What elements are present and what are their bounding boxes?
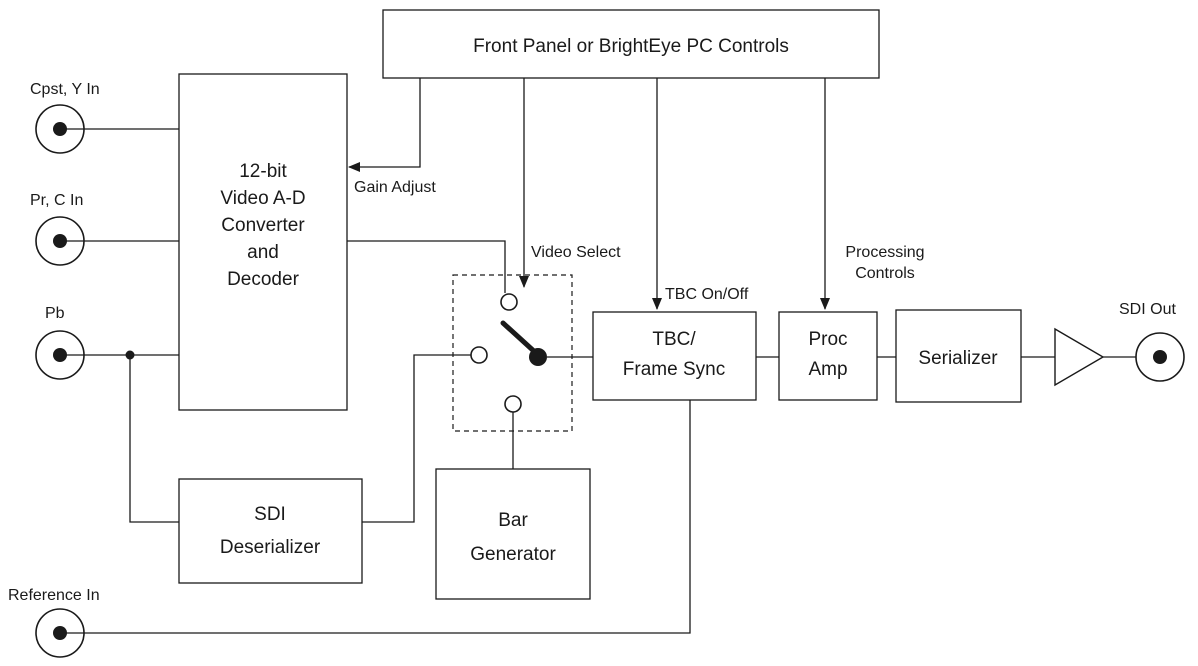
processing-controls-label-line1: Processing	[845, 244, 924, 261]
adc-label-line1: 12-bit	[239, 161, 287, 182]
video-select-label: Video Select	[531, 244, 621, 261]
input-label-pb: Pb	[45, 305, 65, 322]
bar-generator-box: Bar Generator	[435, 468, 591, 600]
input-label-cpst-y: Cpst, Y In	[30, 81, 100, 98]
adc-label-line3: Converter	[221, 215, 305, 236]
proc-amp-label-line2: Amp	[808, 359, 847, 380]
gain-adjust-control-line	[348, 78, 421, 172]
gain-adjust-label: Gain Adjust	[354, 179, 436, 196]
adc-to-selector-wire	[347, 240, 506, 293]
pb-to-deserializer-wire	[129, 355, 179, 523]
input-label-pr-c: Pr, C In	[30, 192, 83, 209]
serializer-label: Serializer	[918, 348, 998, 369]
proc-amp-label-line1: Proc	[808, 329, 847, 350]
output-buffer-triangle-icon	[1054, 327, 1105, 387]
tbc-label-line2: Frame Sync	[623, 359, 725, 380]
video-selector-switch	[452, 274, 573, 432]
control-panel-label: Front Panel or BrightEye PC Controls	[473, 36, 789, 57]
tbc-label-line1: TBC/	[652, 329, 696, 350]
adc-label-line2: Video A-D	[220, 188, 305, 209]
adc-label-line5: Decoder	[227, 269, 299, 290]
bar-generator-label-line2: Generator	[470, 544, 556, 565]
deserializer-to-selector-wire	[362, 354, 471, 523]
input-label-reference: Reference In	[8, 587, 100, 604]
tbc-frame-sync-box: TBC/ Frame Sync	[592, 311, 757, 401]
control-panel-box: Front Panel or BrightEye PC Controls	[382, 9, 880, 79]
output-label-sdi-out: SDI Out	[1119, 301, 1176, 318]
reference-wire	[60, 400, 691, 634]
adc-decoder-box: 12-bit Video A-D Converter and Decoder	[178, 73, 348, 411]
sdi-deserializer-box: SDI Deserializer	[178, 478, 363, 584]
bar-generator-label-line1: Bar	[498, 510, 528, 531]
tbc-on-off-label: TBC On/Off	[665, 286, 749, 303]
processing-controls-label-line2: Controls	[855, 265, 915, 282]
adc-label-line4: and	[247, 242, 279, 263]
sdi-out-connector-icon	[1135, 332, 1185, 382]
serializer-box: Serializer	[895, 309, 1022, 403]
deserializer-label-line2: Deserializer	[220, 537, 321, 558]
deserializer-label-line1: SDI	[254, 504, 286, 525]
proc-amp-box: Proc Amp	[778, 311, 878, 401]
